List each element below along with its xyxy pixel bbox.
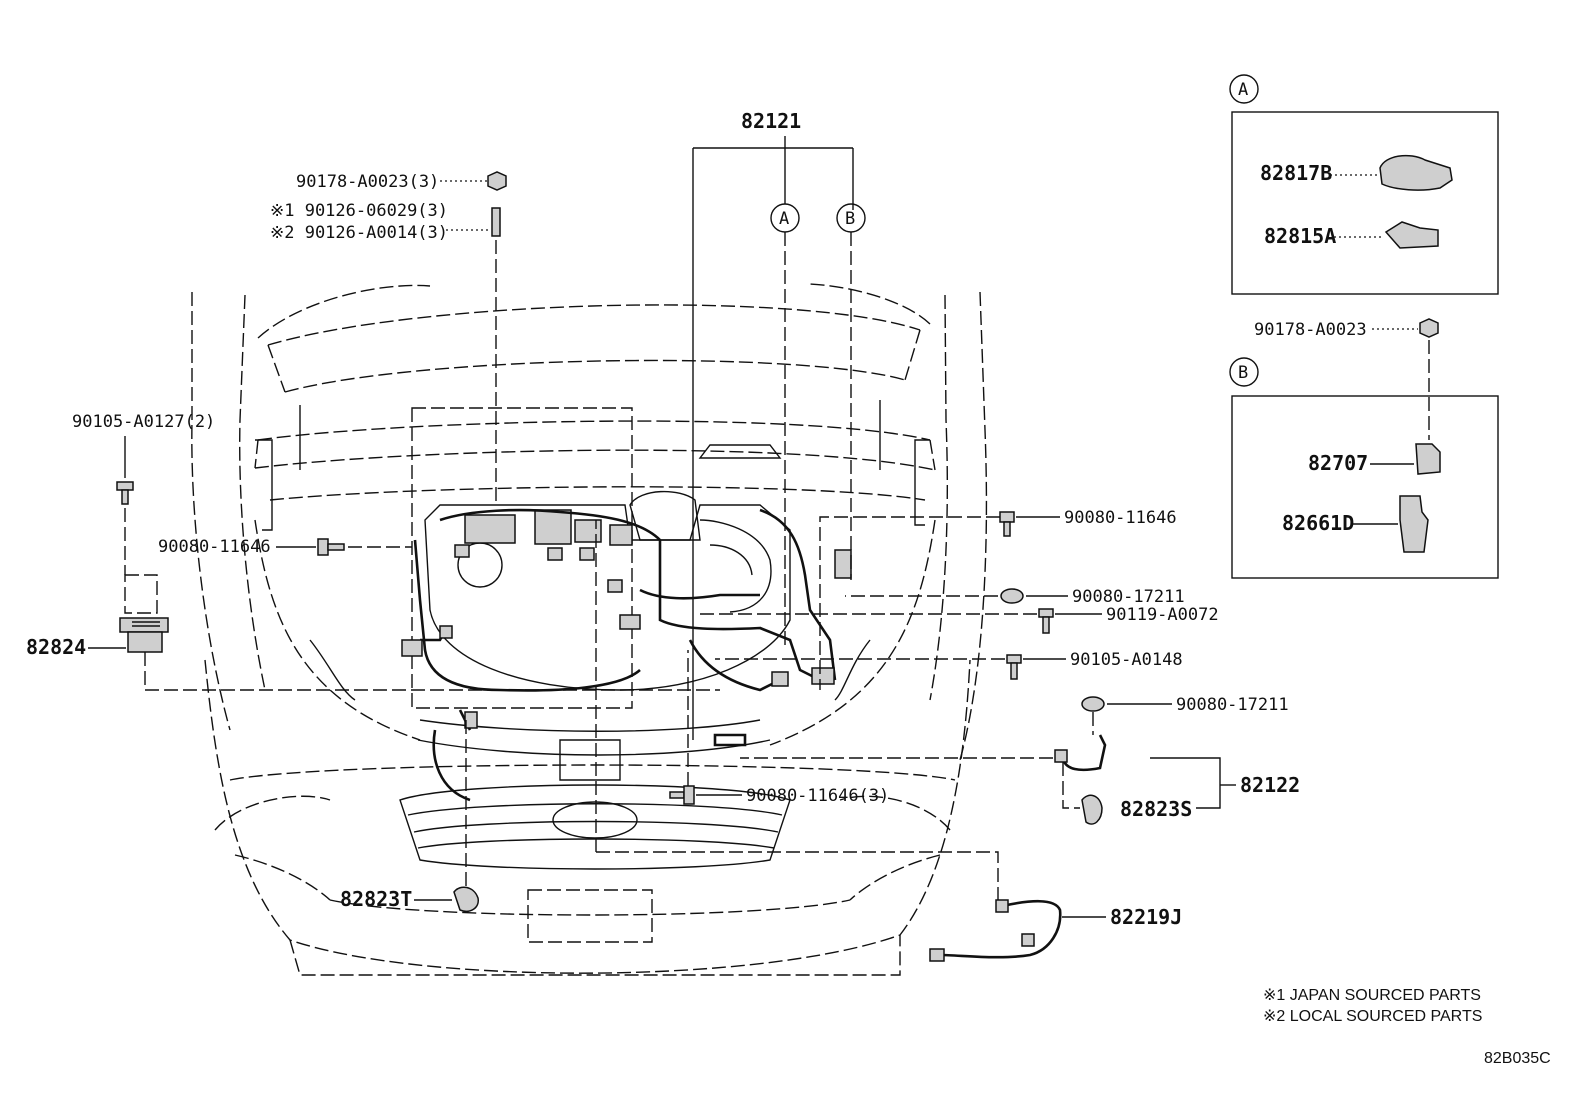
label-bolt-left-top: 90105-A0127(2)	[72, 412, 215, 432]
relay-block-callout: 82824	[26, 574, 720, 691]
label-bolt-center: 90080-11646(3)	[746, 786, 889, 806]
wire-j-callout: 82219J	[595, 520, 1182, 962]
bolt-right-3-callout: 90105-A0148	[715, 650, 1183, 680]
footnotes: ※1 JAPAN SOURCED PARTS ※2 LOCAL SOURCED …	[1263, 987, 1551, 1067]
label-bolt-right-3: 90105-A0148	[1070, 650, 1183, 670]
circle-b-label: B	[845, 209, 855, 229]
circle-a-label: A	[779, 209, 789, 229]
engine-compartment	[401, 444, 852, 802]
connector-t-callout: 82823T	[340, 720, 479, 912]
label-connector-s: 82823S	[1120, 797, 1192, 821]
bolt-left-top-callout: 90105-A0127(2)	[72, 412, 215, 575]
nut-top-callout: 90178-A0023(3)	[296, 171, 507, 192]
stud-callout: ※1 90126-06029(3) ※2 90126-A0014(3)	[270, 201, 501, 505]
label-bolt-left: 90080-11646	[158, 537, 271, 557]
label-nut-right-4: 90080-17211	[1176, 695, 1289, 715]
label-b-nut: 90178-A0023	[1254, 320, 1367, 340]
label-stud-japan: ※1 90126-06029(3)	[270, 201, 448, 221]
label-relay-block: 82824	[26, 635, 86, 659]
label-82661d: 82661D	[1282, 511, 1354, 535]
harness-82121-callout: 82121 A B	[692, 109, 866, 740]
label-bolt-right-2: 90119-A0072	[1106, 605, 1219, 625]
label-wire-j: 82219J	[1110, 905, 1182, 929]
note-local-sourced: ※2 LOCAL SOURCED PARTS	[1263, 1008, 1482, 1025]
detail-b-panel: 90178-A0023 B 82707 82661D	[1229, 318, 1499, 579]
diagram-id: 82B035C	[1484, 1050, 1551, 1067]
label-sub-harness: 82122	[1240, 773, 1300, 797]
label-nut-top: 90178-A0023(3)	[296, 172, 439, 192]
vehicle-body-outline	[191, 283, 988, 976]
label-connector-t: 82823T	[340, 887, 412, 911]
note-japan-sourced: ※1 JAPAN SOURCED PARTS	[1263, 987, 1481, 1004]
label-82707: 82707	[1308, 451, 1368, 475]
label-82817b: 82817B	[1260, 161, 1332, 185]
nut-right-1-callout: 90080-17211	[845, 587, 1185, 607]
label-82121: 82121	[741, 109, 801, 133]
bolt-center-callout: 90080-11646(3)	[669, 650, 889, 806]
sub-harness-callout: 90080-17211 82823S 82122	[740, 695, 1300, 825]
label-82815a: 82815A	[1264, 224, 1336, 248]
detail-a-label: A	[1238, 80, 1248, 100]
label-stud-local: ※2 90126-A0014(3)	[270, 223, 448, 243]
label-bolt-right-top: 90080-11646	[1064, 508, 1177, 528]
detail-b-label: B	[1238, 363, 1248, 383]
label-nut-right-1: 90080-17211	[1072, 587, 1185, 607]
bolt-right-2-callout: 90119-A0072	[700, 605, 1219, 634]
detail-a-panel: A 82817B 82815A	[1229, 74, 1499, 295]
bolt-left-callout: 90080-11646	[158, 537, 412, 557]
bolt-right-top-callout: 90080-11646	[819, 508, 1177, 690]
